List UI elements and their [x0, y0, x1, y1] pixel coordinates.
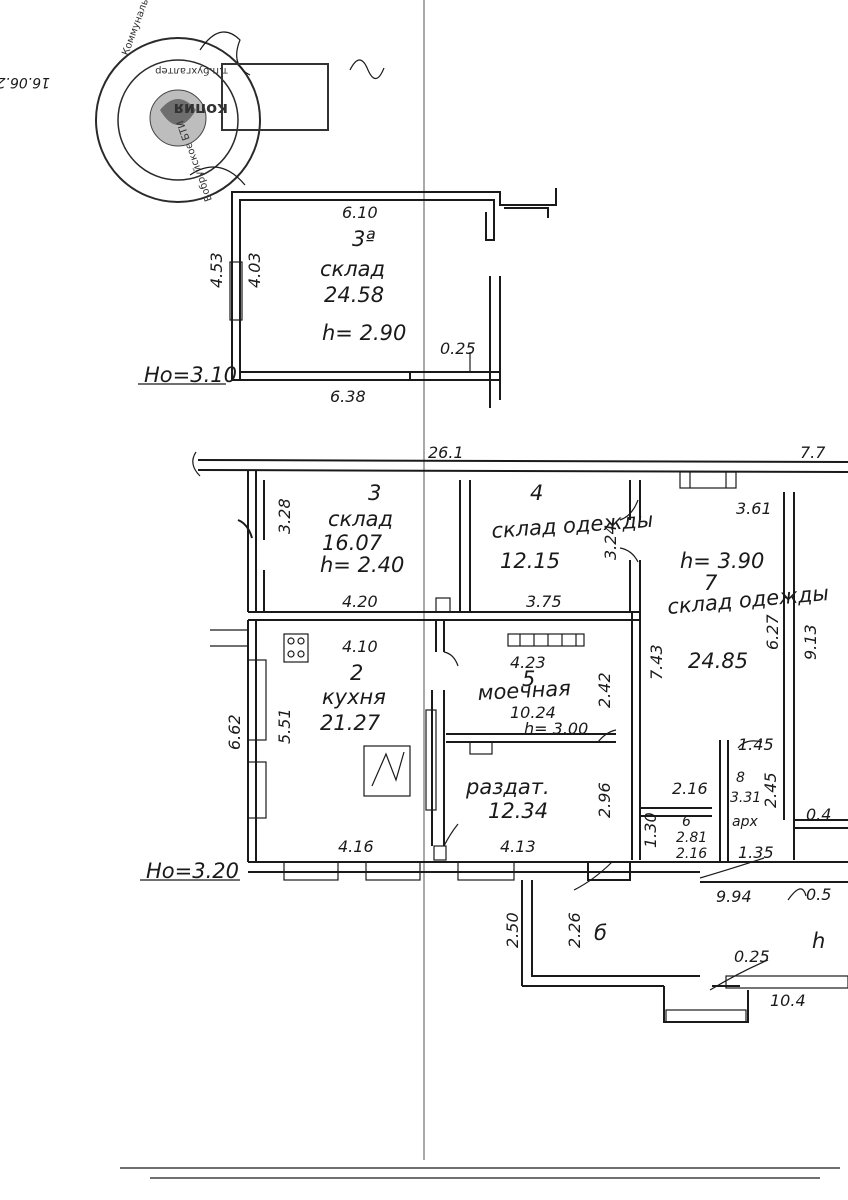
room4-dim-b: 3.75	[526, 592, 562, 611]
kitchen-dim-a: 4.10	[342, 637, 378, 656]
room3-no: 3	[368, 481, 381, 505]
room4-area: 12.15	[500, 549, 560, 573]
north-arrow-icon	[363, 745, 411, 797]
washing-height: h= 3.00	[524, 719, 588, 738]
room8-no: 8	[736, 770, 745, 786]
room3-dim-b: 4.20	[342, 592, 378, 611]
overall-dim-top: 26.1	[428, 443, 464, 462]
washing-dim-a: 4.23	[510, 653, 546, 672]
basement-area: 24.58	[324, 283, 384, 307]
distribution-dim-a: 2.96	[595, 782, 614, 818]
copy-box-stamp: копия т.п.бухгалтер	[155, 63, 329, 131]
ext-right-dim: 10.4	[770, 991, 806, 1010]
vestibule-dim-a: 2.50	[503, 912, 522, 948]
room7-area: 24.85	[688, 649, 748, 673]
washing-area: 10.24	[510, 703, 556, 722]
signature: 16.06.2004	[0, 59, 385, 90]
room4-name: склад одежды	[491, 508, 654, 543]
room3-name: склад	[328, 507, 393, 531]
basement-room-no: 3ª	[352, 227, 375, 251]
room8-dim-a: 1.45	[738, 735, 774, 754]
room7-dim-c: 6.27	[763, 614, 782, 650]
distribution-dim-b: 4.13	[500, 837, 536, 856]
room6-dim-a: 2.16	[672, 779, 708, 798]
kitchen-dim-c: 6.62	[225, 714, 244, 750]
room7-no: 7	[704, 571, 718, 595]
ground-floor-plan: 26.1 7.7	[140, 443, 848, 1023]
room7-dim-d: 9.13	[801, 624, 820, 660]
kitchen-no: 2	[350, 661, 363, 685]
kitchen-dim-b: 5.51	[275, 708, 294, 744]
basement-height: h= 2.90	[322, 321, 406, 345]
washing-name: моечная	[477, 676, 571, 705]
basement-dim-bottom: 6.38	[330, 387, 366, 406]
copy-box-subtext: т.п.бухгалтер	[155, 65, 228, 76]
sink-icon	[507, 633, 585, 647]
room8-dim-b: 2.45	[761, 772, 780, 808]
bottom-right-dim: 9.94	[716, 887, 752, 906]
ground-level: Hо=3.20	[146, 859, 239, 883]
room7-dim-b: 7.43	[647, 644, 666, 680]
room6-area: 2.81	[676, 830, 707, 846]
room8-area: 3.31	[730, 790, 761, 806]
washing-dim-b: 2.42	[595, 672, 614, 708]
stove-icon	[283, 633, 309, 663]
room7-dim-a: 3.61	[736, 499, 772, 518]
kitchen-area: 21.27	[320, 711, 381, 735]
room7-name: склад одежды	[666, 581, 830, 619]
basement-dim-door: 0.25	[440, 339, 476, 358]
room7-height: h= 3.90	[680, 549, 764, 573]
room6-no: 6	[682, 814, 691, 830]
kitchen-dim-d: 4.16	[338, 837, 374, 856]
signature-date: 16.06.2004	[0, 74, 50, 90]
room3-height: h= 2.40	[320, 553, 404, 577]
vestibule-letter: б	[594, 921, 607, 945]
room4-no: 4	[530, 481, 543, 505]
distribution-area: 12.34	[488, 799, 548, 823]
washing-no: 5	[522, 667, 535, 691]
room6-dim-b: 2.16	[676, 846, 707, 862]
vestibule-dim-b: 2.26	[565, 912, 584, 948]
room8-dim-c: 1.35	[738, 843, 774, 862]
distribution-dim-c: 1.30	[641, 812, 660, 848]
basement-dim-left-outer: 4.53	[207, 252, 226, 288]
right-edge-dim: 0.4	[806, 805, 831, 824]
right-dim-top: 7.7	[800, 443, 826, 462]
kitchen-name: кухня	[322, 685, 386, 709]
room4-dim-a: 3.24	[601, 524, 620, 560]
basement-dim-left-inner: 4.03	[245, 252, 264, 288]
room3-area: 16.07	[322, 531, 383, 555]
basement-plan: 6.10 3ª склад 24.58 h= 2.90 4.53 4.03 6.…	[138, 188, 557, 408]
distribution-name: раздат.	[465, 775, 550, 799]
ext-door-dim: 0.25	[734, 947, 770, 966]
basement-room-name: склад	[320, 257, 385, 281]
room3-dim-a: 3.28	[275, 498, 294, 534]
far-right-dim: 0.5	[806, 885, 831, 904]
basement-dim-top: 6.10	[342, 203, 378, 222]
right-height-label: h	[812, 929, 825, 953]
room8-name: арх	[732, 814, 758, 830]
copy-box-text: копия	[174, 100, 228, 119]
basement-level: Hо=3.10	[144, 363, 237, 387]
